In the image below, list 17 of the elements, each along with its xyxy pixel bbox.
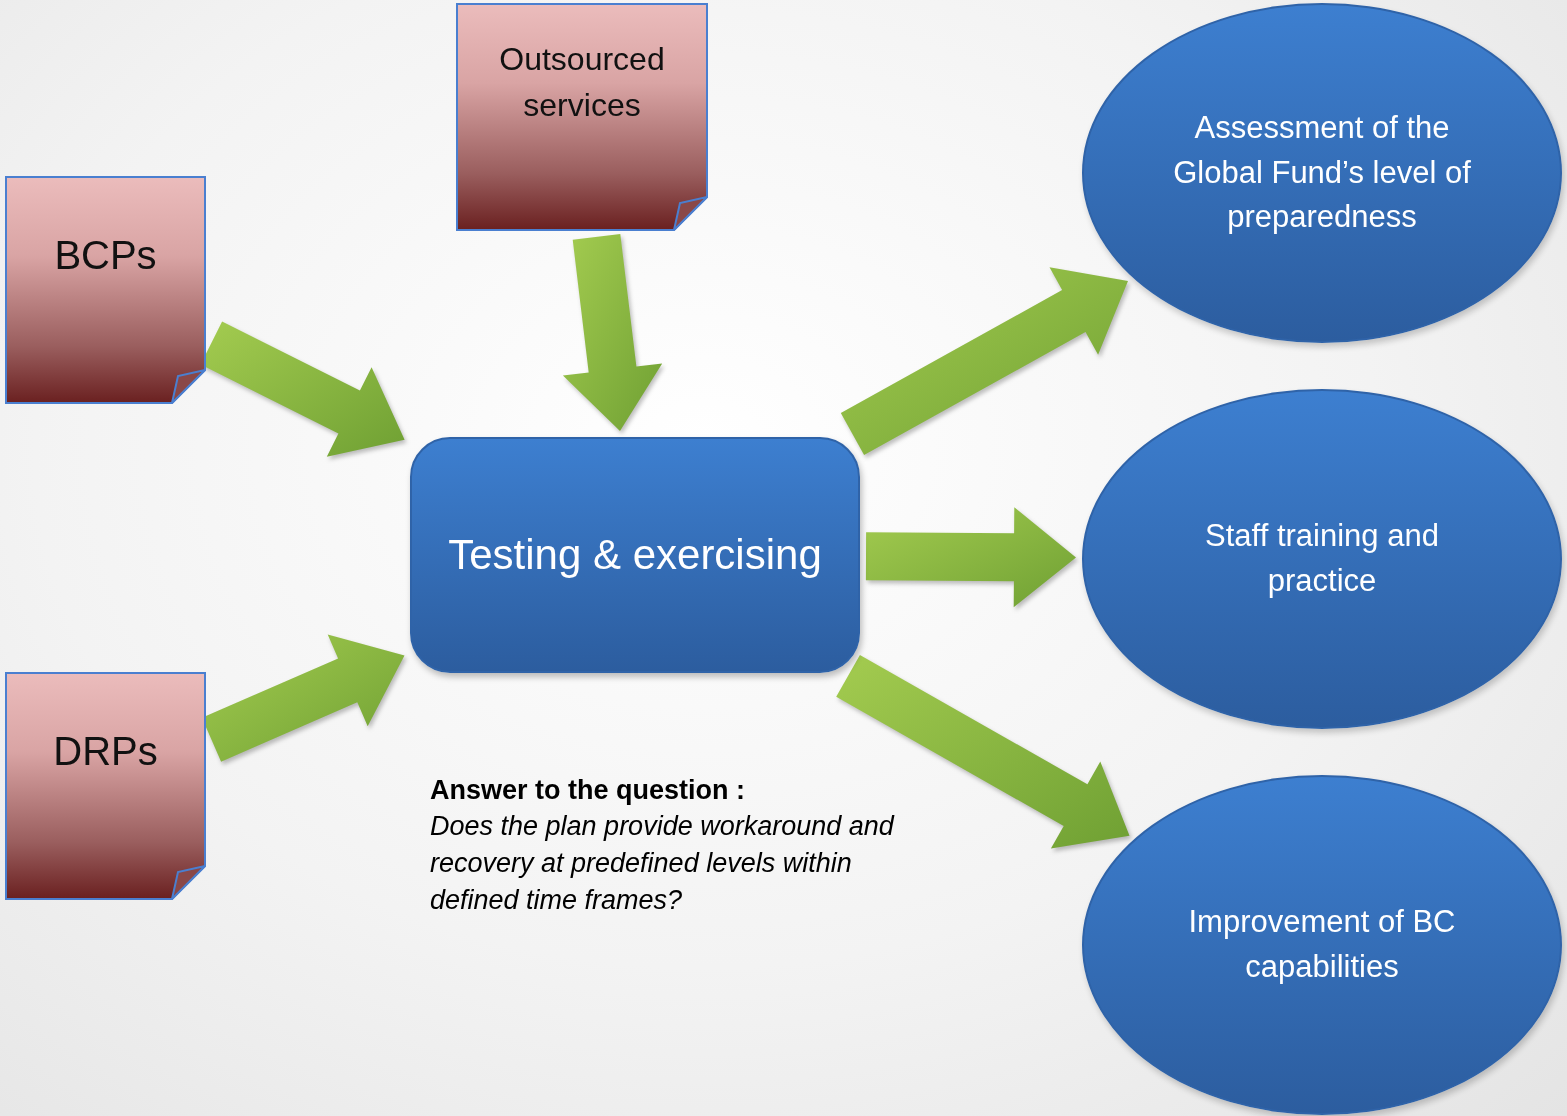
arrow [836, 655, 1130, 849]
node-label: Staff training and practice [1204, 517, 1440, 600]
process-box [410, 437, 860, 673]
question-heading: Answer to the question : [430, 774, 746, 807]
node-label: Testing & exercising [448, 529, 822, 580]
note-box [456, 3, 708, 231]
question-text: Does the plan provide workaround and recovery at predefined levels within defined time frames? [430, 810, 896, 917]
node-label: BCPs [54, 232, 157, 279]
note-box [5, 176, 206, 404]
node-label: Outsourced services [498, 39, 666, 125]
node-label: Improvement of BC capabilities [1187, 903, 1457, 986]
node-label: Assessment of the Global Fund’s level of preparedness [1172, 108, 1472, 237]
arrow [840, 267, 1128, 456]
note-box [5, 672, 206, 900]
node-label: DRPs [53, 728, 158, 775]
arrow [865, 507, 1076, 608]
arrow [562, 234, 663, 431]
